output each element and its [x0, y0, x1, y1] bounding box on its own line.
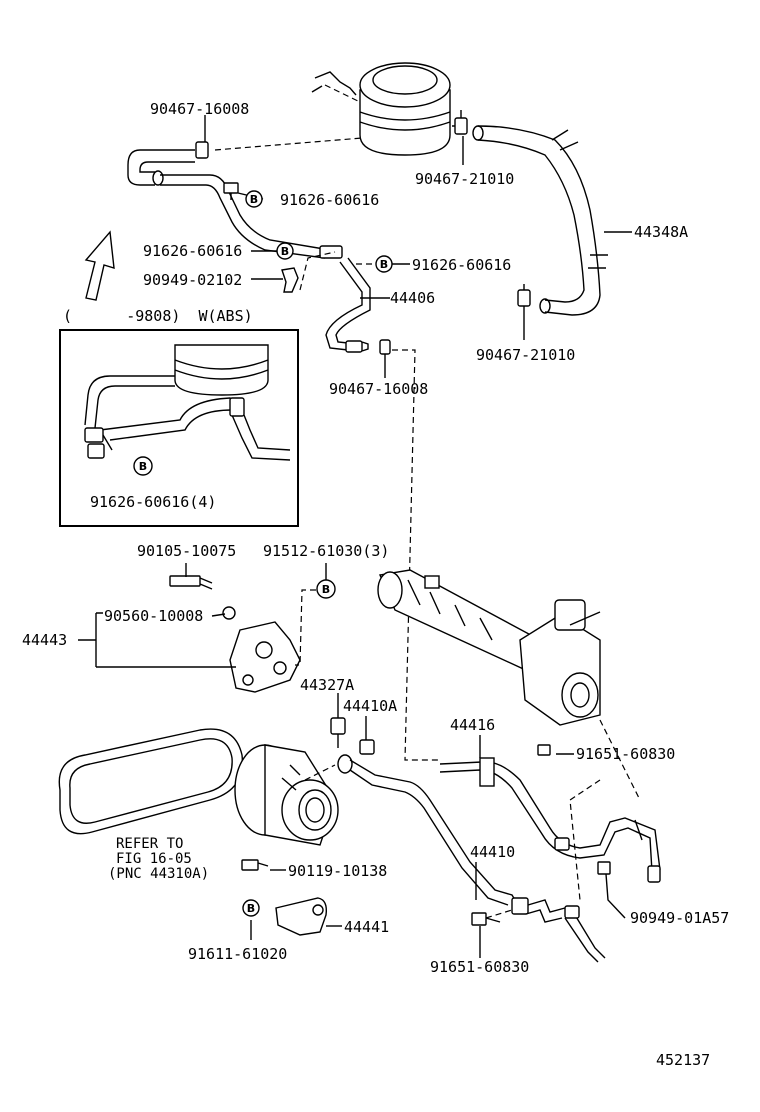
badge-b-91626-a: B	[245, 190, 263, 208]
dash-rack-right	[599, 719, 641, 801]
clamp-90949-01A57	[597, 861, 611, 875]
label-44443: 44443	[22, 631, 67, 649]
label-91626-60616-a: 91626-60616	[280, 191, 379, 209]
dash-main-vertical	[392, 349, 440, 761]
label-90949-01A57: 90949-01A57	[630, 909, 729, 927]
label-90467-16008-bot: 90467-16008	[329, 380, 428, 398]
power-steering-pump	[234, 744, 339, 871]
label-refer-line3: (PNC 44310A)	[108, 866, 209, 882]
clamp-90467-21010-bot	[517, 284, 531, 307]
label-90105-10075: 90105-10075	[137, 542, 236, 560]
dash-pump-outlet	[304, 764, 336, 781]
label-91626-60616-c: 91626-60616	[412, 256, 511, 274]
badge-b-91626-c: B	[375, 255, 393, 273]
dash-91651-bot	[485, 909, 513, 919]
suction-hose	[127, 149, 331, 259]
badge-b-91512: B	[316, 579, 336, 599]
gasket-44410A	[359, 739, 375, 755]
bolt-91651-60830-top	[537, 744, 551, 756]
label-44406: 44406	[390, 289, 435, 307]
clamp-90467-16008-top	[195, 141, 209, 159]
bracket-90949-02102	[281, 267, 299, 293]
label-91611-61020: 91611-61020	[188, 945, 287, 963]
label-90949-02102: 90949-02102	[143, 271, 242, 289]
figure-number: 452137	[656, 1051, 710, 1069]
label-44327A: 44327A	[300, 676, 354, 694]
clamp-90467-16008-bot	[379, 339, 391, 355]
dash-reservoir-bracket	[324, 84, 361, 103]
abs-inset-box	[59, 329, 299, 527]
label-90467-21010-bot: 90467-21010	[476, 346, 575, 364]
label-91512-61030: 91512-61030(3)	[263, 542, 389, 560]
pressure-hose-44410	[337, 754, 606, 963]
label-90467-21010-top: 90467-21010	[415, 170, 514, 188]
svg-text:B: B	[281, 245, 289, 258]
label-90467-16008-top: 90467-16008	[150, 100, 249, 118]
label-90119-10138: 90119-10138	[288, 862, 387, 880]
svg-text:B: B	[139, 460, 147, 473]
svg-text:B: B	[380, 258, 388, 271]
label-91651-60830-top: 91651-60830	[576, 745, 675, 763]
return-pipe-44416	[439, 757, 661, 883]
label-44410: 44410	[470, 843, 515, 861]
dash-rack-lower	[569, 779, 601, 901]
label-44441: 44441	[344, 918, 389, 936]
label-refer-line1: REFER TO	[116, 836, 183, 852]
badge-b-91611: B	[242, 899, 260, 917]
clamp-90467-21010-top	[452, 110, 468, 135]
bracket-44441	[275, 897, 328, 936]
return-hose-44348A	[472, 125, 608, 316]
dash-44406-upper	[299, 251, 336, 291]
label-90560-10008: 90560-10008	[104, 607, 203, 625]
bolt-91651-60830-bot	[471, 912, 501, 926]
label-44410A: 44410A	[343, 697, 397, 715]
svg-text:B: B	[322, 583, 330, 596]
dash-91512	[295, 589, 316, 666]
label-91651-60830-bot: 91651-60830	[430, 958, 529, 976]
svg-text:B: B	[250, 193, 258, 206]
label-inset-91626: 91626-60616(4)	[90, 493, 216, 511]
label-91626-60616-b: 91626-60616	[143, 242, 242, 260]
bolt-91626-60616-a	[223, 182, 239, 200]
direction-arrow	[84, 230, 115, 301]
steering-rack	[377, 569, 601, 726]
badge-b-91626-b: B	[276, 242, 294, 260]
label-refer-line2: FIG 16-05	[116, 851, 192, 867]
label-44348A: 44348A	[634, 223, 688, 241]
label-abs-note: ( -9808) W(ABS)	[63, 307, 253, 325]
reservoir-tank	[311, 62, 451, 156]
abs-inset-reservoir	[84, 344, 291, 461]
label-44416: 44416	[450, 716, 495, 734]
dash-reservoir-clamp-left	[214, 137, 363, 151]
pipe-44406	[319, 245, 371, 353]
drive-belt	[58, 728, 244, 835]
union-44327A	[330, 717, 346, 748]
badge-b-inset: B	[133, 456, 153, 476]
svg-text:B: B	[247, 902, 255, 915]
bracket-44443	[169, 575, 301, 693]
